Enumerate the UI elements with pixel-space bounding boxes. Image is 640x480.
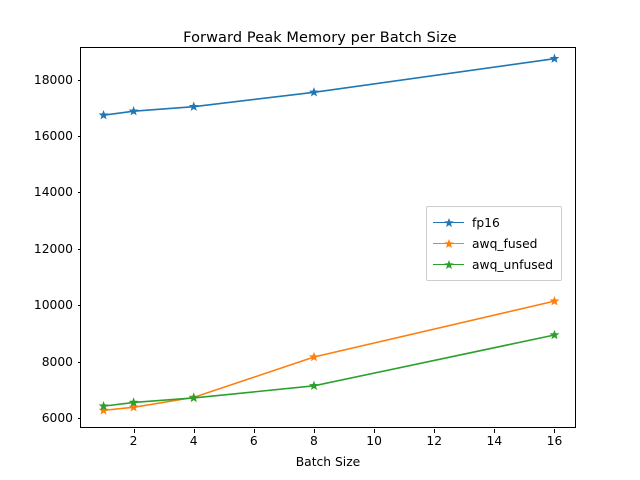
x-tick-label: 6 xyxy=(249,434,258,448)
legend-swatch-icon xyxy=(433,258,464,272)
data-point-marker xyxy=(188,101,199,111)
legend-label: fp16 xyxy=(472,215,500,230)
x-tick-label: 2 xyxy=(129,434,138,448)
y-tick-mark xyxy=(77,248,81,250)
y-tick-label: 18000 xyxy=(33,72,73,87)
y-tick-label: 12000 xyxy=(33,241,73,256)
legend-star-icon xyxy=(444,217,454,227)
x-tick-mark xyxy=(133,429,135,433)
chart-title: Forward Peak Memory per Batch Size xyxy=(183,30,457,46)
data-point-marker xyxy=(128,106,139,116)
legend-item-awq_unfused[interactable]: awq_unfused xyxy=(433,254,553,275)
x-tick-label: 16 xyxy=(546,434,563,448)
data-point-marker xyxy=(549,53,560,63)
y-tick-label: 10000 xyxy=(33,298,73,313)
x-tick-mark xyxy=(434,429,436,433)
legend-item-awq_fused[interactable]: awq_fused xyxy=(433,233,553,254)
x-tick-label: 4 xyxy=(189,434,198,448)
data-point-marker xyxy=(98,400,109,411)
y-axis-label-wrapper: Forward Peak Memory (MB) xyxy=(23,47,41,428)
data-point-marker xyxy=(549,329,560,340)
data-point-marker xyxy=(309,380,319,391)
y-tick-label: 8000 xyxy=(41,354,73,369)
y-tick-mark xyxy=(77,418,81,420)
x-tick-mark xyxy=(313,429,315,433)
data-point-marker xyxy=(309,87,319,97)
data-point-marker xyxy=(98,405,109,415)
y-tick-label: 14000 xyxy=(33,185,73,200)
data-point-marker xyxy=(128,402,139,412)
data-point-marker xyxy=(188,392,199,403)
x-axis-label: Batch Size xyxy=(295,455,361,469)
y-tick-label: 16000 xyxy=(33,129,73,144)
x-tick-mark xyxy=(374,429,376,433)
data-point-marker xyxy=(549,295,560,306)
data-lines xyxy=(98,53,560,415)
series-line-fp16 xyxy=(103,57,555,116)
legend: fp16 awq_fused awq_unfused xyxy=(426,206,563,281)
series-awq_unfused xyxy=(98,329,560,411)
series-line-awq_fused xyxy=(103,300,555,412)
legend-star-icon xyxy=(444,259,454,269)
y-tick-mark xyxy=(77,361,81,363)
x-tick-mark xyxy=(253,429,255,433)
legend-item-fp16[interactable]: fp16 xyxy=(433,212,553,233)
data-point-marker xyxy=(128,397,139,407)
data-point-marker xyxy=(309,351,319,362)
series-fp16 xyxy=(98,53,560,120)
x-tick-label: 8 xyxy=(310,434,318,448)
y-tick-mark xyxy=(77,136,81,138)
series-line-awq_unfused xyxy=(103,334,555,407)
y-tick-label: 6000 xyxy=(41,411,73,426)
x-tick-label: 12 xyxy=(426,434,443,448)
x-tick-label: 14 xyxy=(486,434,503,448)
legend-label: awq_unfused xyxy=(472,257,554,272)
x-tick-label: 10 xyxy=(366,434,382,448)
x-tick-mark xyxy=(554,429,556,433)
y-tick-mark xyxy=(77,305,81,307)
y-tick-mark xyxy=(77,192,81,194)
y-tick-mark xyxy=(77,79,81,81)
plot-area: 6000 8000 10000 12000 14000 16000 18000 2 4 6 8 10… xyxy=(34,47,576,448)
x-tick-mark xyxy=(193,429,195,433)
x-tick-mark xyxy=(494,429,496,433)
data-point-marker xyxy=(98,109,109,120)
series-awq_fused xyxy=(98,295,560,415)
legend-label: awq_fused xyxy=(472,236,538,251)
legend-swatch-icon xyxy=(433,237,464,251)
legend-star-icon xyxy=(444,238,454,248)
legend-swatch-icon xyxy=(433,216,464,230)
